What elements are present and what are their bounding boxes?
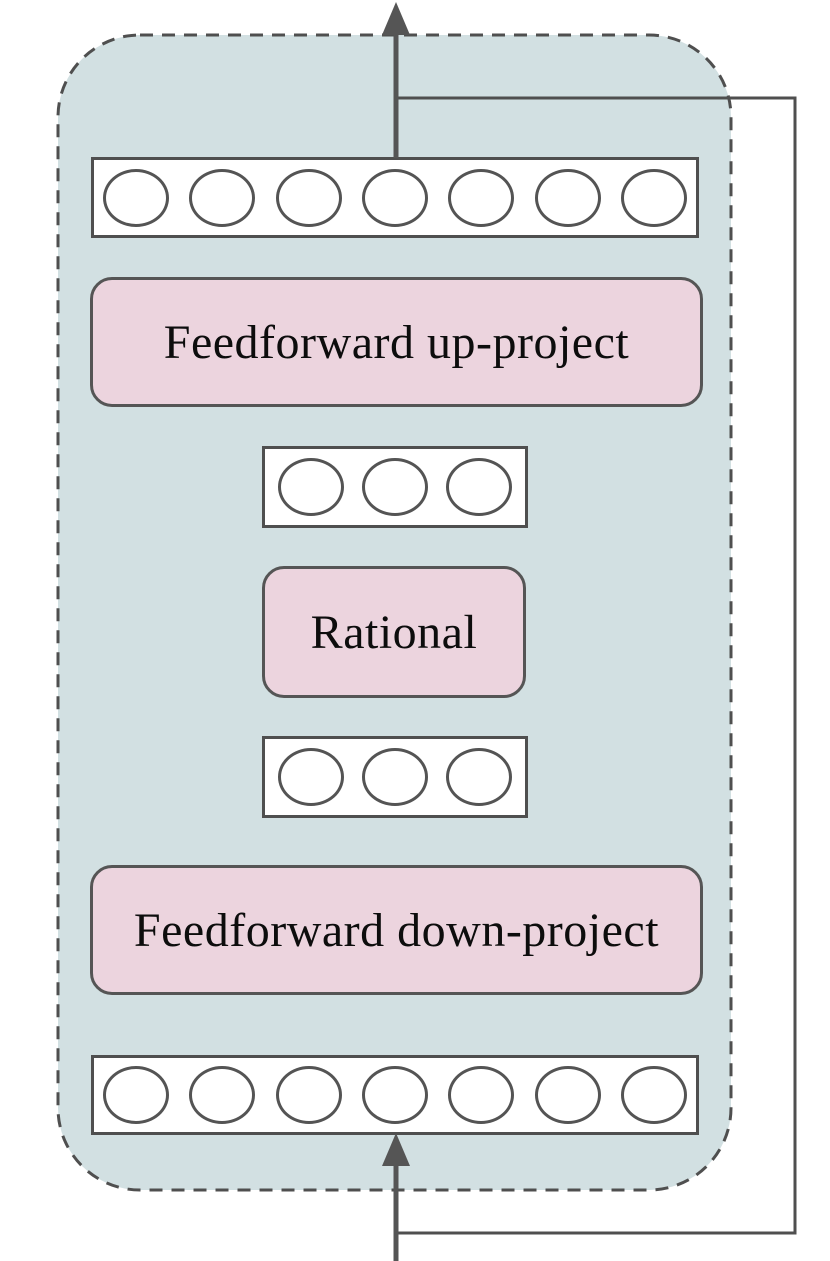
hidden-vector-bottom [91,1055,699,1135]
feedforward-down-project-block: Feedforward down-project [90,865,703,995]
input-arrow [382,1133,410,1261]
vector-node [620,1066,687,1124]
vector-node [446,748,512,806]
output-arrow-head-icon [382,2,410,35]
vector-node [278,458,344,516]
rational-activation-block: Rational [262,566,526,698]
vector-node [448,168,515,227]
vector-node [362,748,428,806]
vector-node [189,168,256,227]
vector-node [103,168,169,227]
feedforward-up-project-label: Feedforward up-project [163,315,630,369]
vector-node [448,1066,515,1124]
bottleneck-vector-lower [262,736,528,818]
rational-label: Rational [310,605,478,659]
vector-node [620,168,687,227]
hidden-vector-top [91,157,699,238]
bottleneck-vector-upper [262,446,528,528]
vector-node [275,168,342,227]
output-arrow [382,2,410,158]
vector-node [362,458,428,516]
vector-node [189,1066,256,1124]
vector-node [103,1066,169,1124]
input-arrow-head-icon [382,1133,410,1166]
vector-node [278,748,344,806]
vector-node [534,1066,601,1124]
vector-node [275,1066,342,1124]
vector-node [361,1066,428,1124]
vector-node [361,168,428,227]
feedforward-up-project-block: Feedforward up-project [90,277,703,407]
vector-node [446,458,512,516]
feedforward-down-project-label: Feedforward down-project [133,903,660,957]
vector-node [534,168,601,227]
